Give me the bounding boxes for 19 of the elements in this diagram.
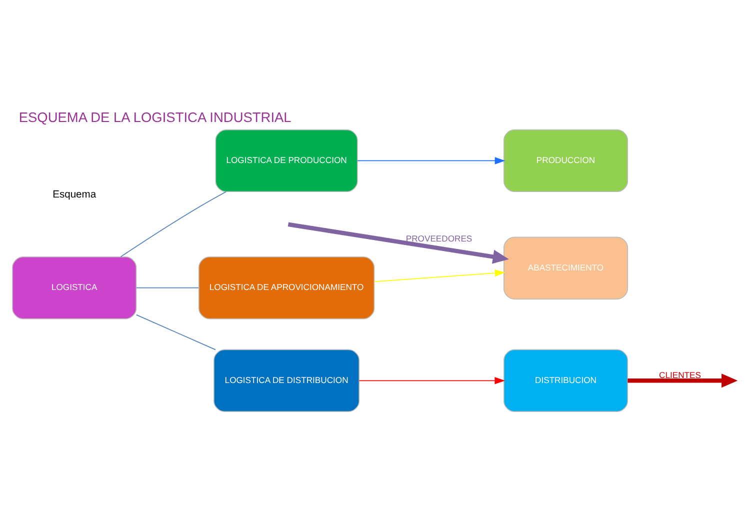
node-box: LOGISTICA DE DISTRIBUCION xyxy=(214,348,360,412)
edge-label: CLIENTES xyxy=(659,370,701,380)
edge-label: PROVEEDORES xyxy=(406,232,472,243)
node-box: PRODUCCION xyxy=(503,128,628,192)
connector xyxy=(136,286,199,288)
arrow xyxy=(288,222,509,264)
arrow xyxy=(358,376,506,384)
node-box: LOGISTICA xyxy=(12,256,137,319)
arrow xyxy=(628,373,738,388)
connector xyxy=(120,190,226,257)
arrow xyxy=(357,156,506,164)
node-box: ABASTECIMIENTO xyxy=(503,236,628,299)
caption: Esquema xyxy=(52,189,96,200)
diagram-title: ESQUEMA DE LA LOGISTICA INDUSTRIAL xyxy=(18,109,292,124)
connector xyxy=(136,314,216,350)
node-box: LOGISTICA DE APROVICIONAMIENTO xyxy=(198,256,375,319)
arrow xyxy=(374,268,506,282)
node-box: DISTRIBUCION xyxy=(503,348,628,412)
node-box: LOGISTICA DE PRODUCCION xyxy=(215,128,358,192)
